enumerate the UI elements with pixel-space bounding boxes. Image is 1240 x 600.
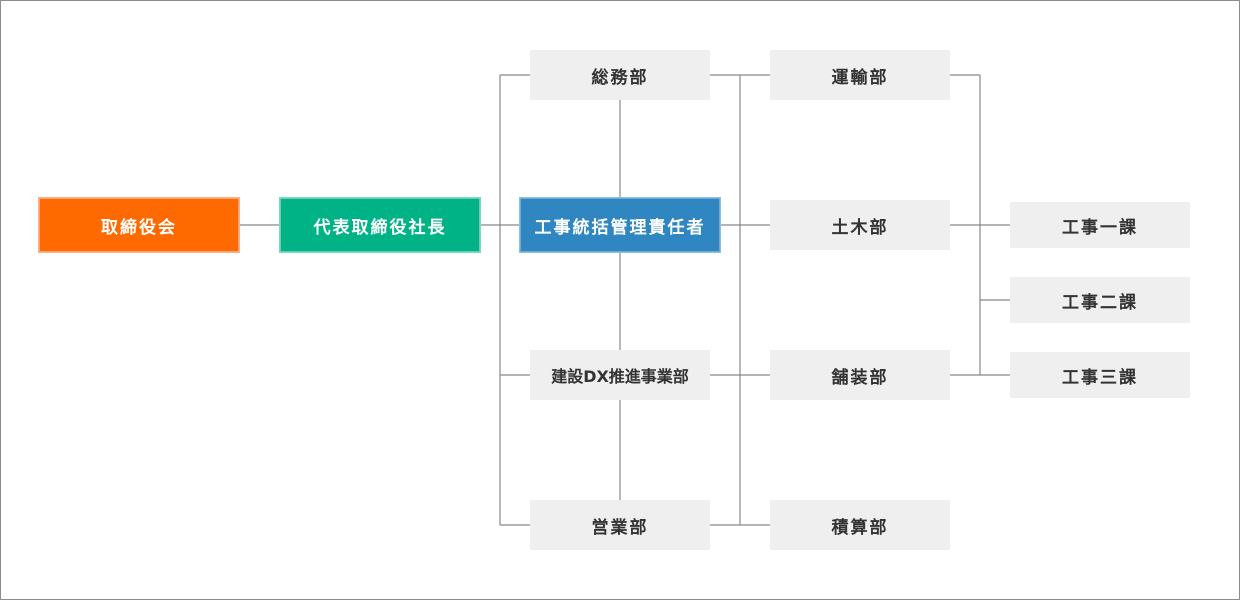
node-civil: 土木部 <box>770 200 950 250</box>
node-paving: 舗装部 <box>770 350 950 400</box>
node-section-1: 工事一課 <box>1010 202 1190 248</box>
node-transport: 運輸部 <box>770 50 950 100</box>
node-president: 代表取締役社長 <box>279 197 481 253</box>
node-sales: 営業部 <box>530 500 710 550</box>
node-section-3: 工事三課 <box>1010 352 1190 398</box>
node-estimation: 積算部 <box>770 500 950 550</box>
node-construction-dx: 建設DX推進事業部 <box>530 350 710 400</box>
node-section-2: 工事二課 <box>1010 277 1190 323</box>
node-board: 取締役会 <box>38 197 240 253</box>
node-construction-manager: 工事統括管理責任者 <box>519 197 721 253</box>
node-general-affairs: 総務部 <box>530 50 710 100</box>
